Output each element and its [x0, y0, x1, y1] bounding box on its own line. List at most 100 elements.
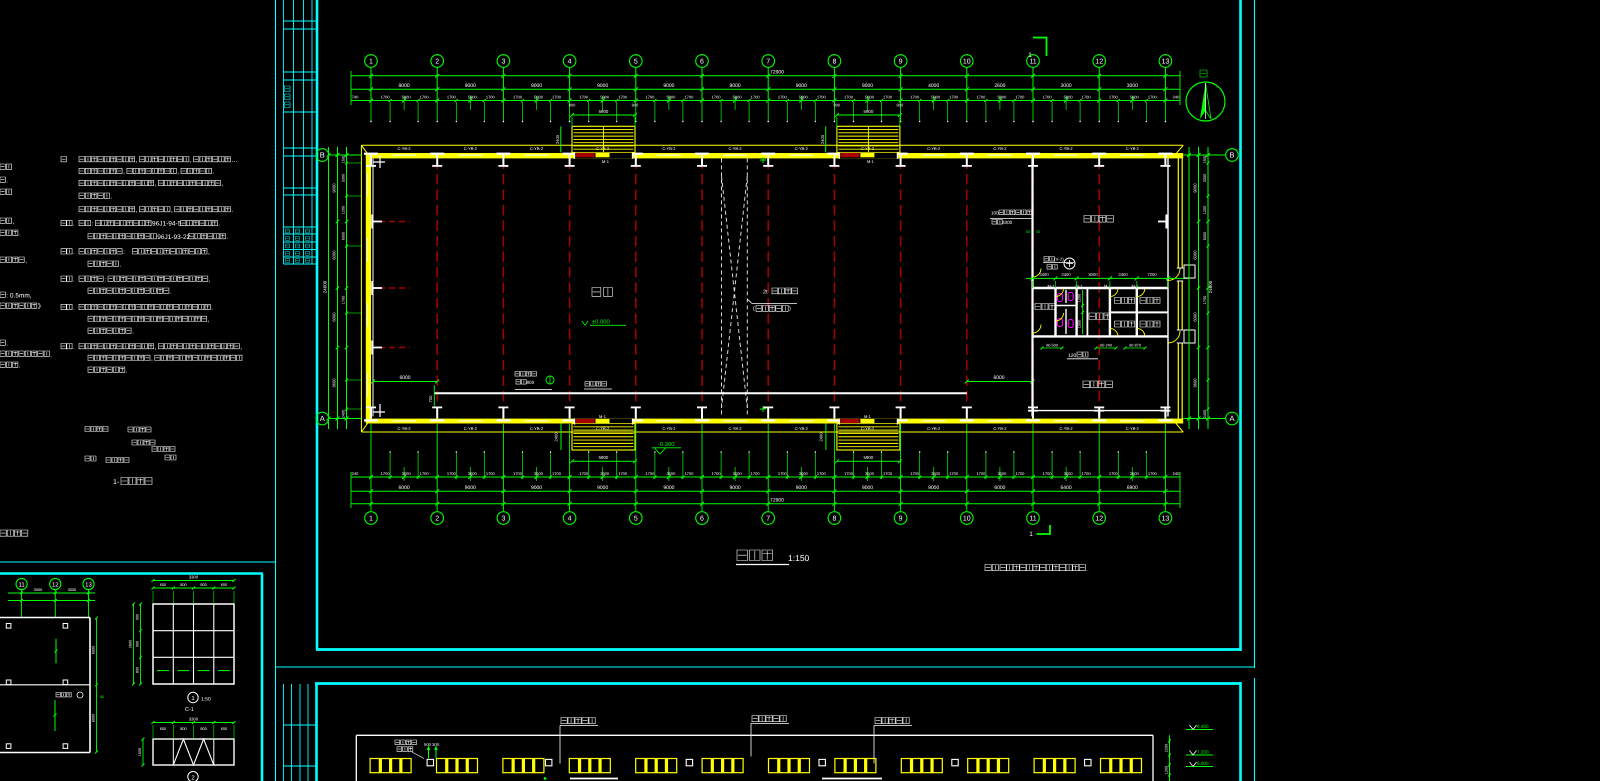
svg-text:C-YB-2: C-YB-2 — [795, 426, 809, 431]
svg-text:1700: 1700 — [844, 471, 854, 476]
svg-text:96J1-93-22.: 96J1-93-22. — [157, 234, 192, 241]
svg-text:50: 50 — [1036, 230, 1040, 234]
svg-text:1700: 1700 — [910, 94, 920, 99]
svg-text:1:150: 1:150 — [788, 553, 810, 563]
svg-text:1700: 1700 — [712, 471, 722, 476]
svg-text:7: 7 — [766, 59, 770, 66]
svg-text:4000: 4000 — [928, 83, 939, 89]
svg-text:1700: 1700 — [552, 94, 562, 99]
svg-text:.: . — [132, 328, 134, 335]
svg-text:.: . — [73, 345, 75, 351]
svg-text:1700: 1700 — [381, 471, 391, 476]
svg-text:A: A — [1229, 414, 1234, 423]
svg-text:1700: 1700 — [976, 94, 986, 99]
svg-text:9000: 9000 — [1192, 183, 1197, 193]
svg-text:±0.000: ±0.000 — [592, 319, 610, 326]
svg-text:: 0.5mm,: : 0.5mm, — [6, 292, 31, 299]
svg-text:1700: 1700 — [1148, 471, 1158, 476]
svg-text:1700: 1700 — [883, 94, 893, 99]
svg-text:C-YB-2: C-YB-2 — [861, 146, 875, 151]
svg-text:C-YB-2: C-YB-2 — [993, 426, 1007, 431]
svg-text:2400: 2400 — [1061, 272, 1071, 277]
svg-text:,: , — [221, 181, 223, 188]
svg-text:6000: 6000 — [331, 250, 336, 260]
svg-text:,: , — [171, 207, 173, 214]
svg-text:11: 11 — [18, 581, 25, 588]
svg-text:9.400: 9.400 — [1197, 724, 1209, 729]
svg-text:1700: 1700 — [778, 94, 788, 99]
svg-text:1: 1 — [369, 516, 373, 523]
svg-text:6400: 6400 — [1061, 485, 1072, 491]
svg-text:(Y-7): (Y-7) — [1054, 257, 1064, 262]
svg-text:6000: 6000 — [331, 312, 336, 322]
svg-text:6000: 6000 — [341, 232, 345, 240]
svg-text:4: 4 — [568, 516, 572, 523]
svg-text:740: 740 — [352, 94, 359, 99]
svg-text:1700: 1700 — [684, 94, 694, 99]
svg-text:900: 900 — [569, 103, 576, 108]
svg-text:9000: 9000 — [862, 485, 873, 491]
svg-text:.: . — [120, 261, 122, 268]
svg-text:1700: 1700 — [976, 471, 986, 476]
svg-text:9000: 9000 — [862, 83, 873, 89]
svg-text:1700: 1700 — [1015, 471, 1025, 476]
svg-text:,: , — [190, 157, 192, 164]
svg-text:6000: 6000 — [993, 375, 1004, 381]
svg-text:60 500: 60 500 — [1046, 344, 1058, 348]
svg-text:9000: 9000 — [465, 83, 476, 89]
svg-text:.: . — [73, 250, 75, 256]
svg-text:3600: 3600 — [865, 471, 875, 476]
svg-text:800: 800 — [180, 727, 186, 731]
svg-text:…: … — [231, 157, 238, 164]
svg-text:M-1: M-1 — [599, 414, 607, 419]
svg-text:C-YB-2: C-YB-2 — [729, 146, 743, 151]
svg-text:C-YB-2: C-YB-2 — [596, 426, 610, 431]
svg-text:9000: 9000 — [399, 83, 410, 89]
svg-text:1:50: 1:50 — [201, 697, 211, 703]
svg-text:1-: 1- — [113, 479, 120, 486]
svg-text:3300: 3300 — [341, 174, 345, 182]
svg-text:5900: 5900 — [402, 94, 412, 99]
svg-text:C-YB-2: C-YB-2 — [662, 426, 676, 431]
svg-text:13: 13 — [85, 581, 92, 588]
svg-text:9: 9 — [899, 59, 903, 66]
svg-text:5900: 5900 — [799, 94, 809, 99]
svg-text:,: , — [151, 356, 153, 363]
svg-text:1700: 1700 — [817, 471, 827, 476]
svg-text:3300: 3300 — [189, 575, 199, 580]
svg-text:5900: 5900 — [931, 94, 941, 99]
svg-text:1: 1 — [191, 695, 195, 702]
svg-text:,: , — [177, 169, 179, 176]
svg-text:): ) — [789, 306, 791, 312]
svg-text:1700: 1700 — [645, 94, 655, 99]
svg-text:1700: 1700 — [949, 471, 959, 476]
svg-text:9000: 9000 — [465, 485, 476, 491]
svg-text:,: , — [25, 257, 27, 264]
svg-text:1700: 1700 — [1109, 94, 1119, 99]
svg-text:10: 10 — [963, 59, 971, 66]
svg-text:6: 6 — [700, 59, 704, 66]
svg-text:9000: 9000 — [663, 83, 674, 89]
svg-text:3600: 3600 — [799, 471, 809, 476]
svg-text:50: 50 — [1026, 230, 1030, 234]
svg-text:72900: 72900 — [770, 70, 784, 76]
svg-text:1200: 1200 — [341, 206, 345, 214]
svg-text:600: 600 — [160, 727, 166, 731]
svg-text:C-YB-2: C-YB-2 — [927, 146, 941, 151]
svg-text:C-YB-2: C-YB-2 — [398, 146, 412, 151]
svg-text:1700: 1700 — [778, 471, 788, 476]
svg-text:6900: 6900 — [1127, 485, 1138, 491]
svg-text:900: 900 — [136, 641, 140, 647]
svg-text:1500: 1500 — [138, 748, 142, 756]
svg-text:1700: 1700 — [341, 296, 345, 304]
svg-text:.: . — [50, 351, 52, 358]
svg-text:5900: 5900 — [733, 94, 743, 99]
svg-text:.: . — [231, 207, 233, 214]
svg-text:1700: 1700 — [712, 94, 722, 99]
svg-text:3300: 3300 — [1002, 220, 1013, 225]
svg-text:2600: 2600 — [129, 640, 133, 648]
svg-text:3600: 3600 — [733, 471, 743, 476]
svg-text:1700: 1700 — [1109, 471, 1119, 476]
svg-text:1700: 1700 — [579, 94, 589, 99]
svg-text:,: , — [136, 207, 138, 214]
